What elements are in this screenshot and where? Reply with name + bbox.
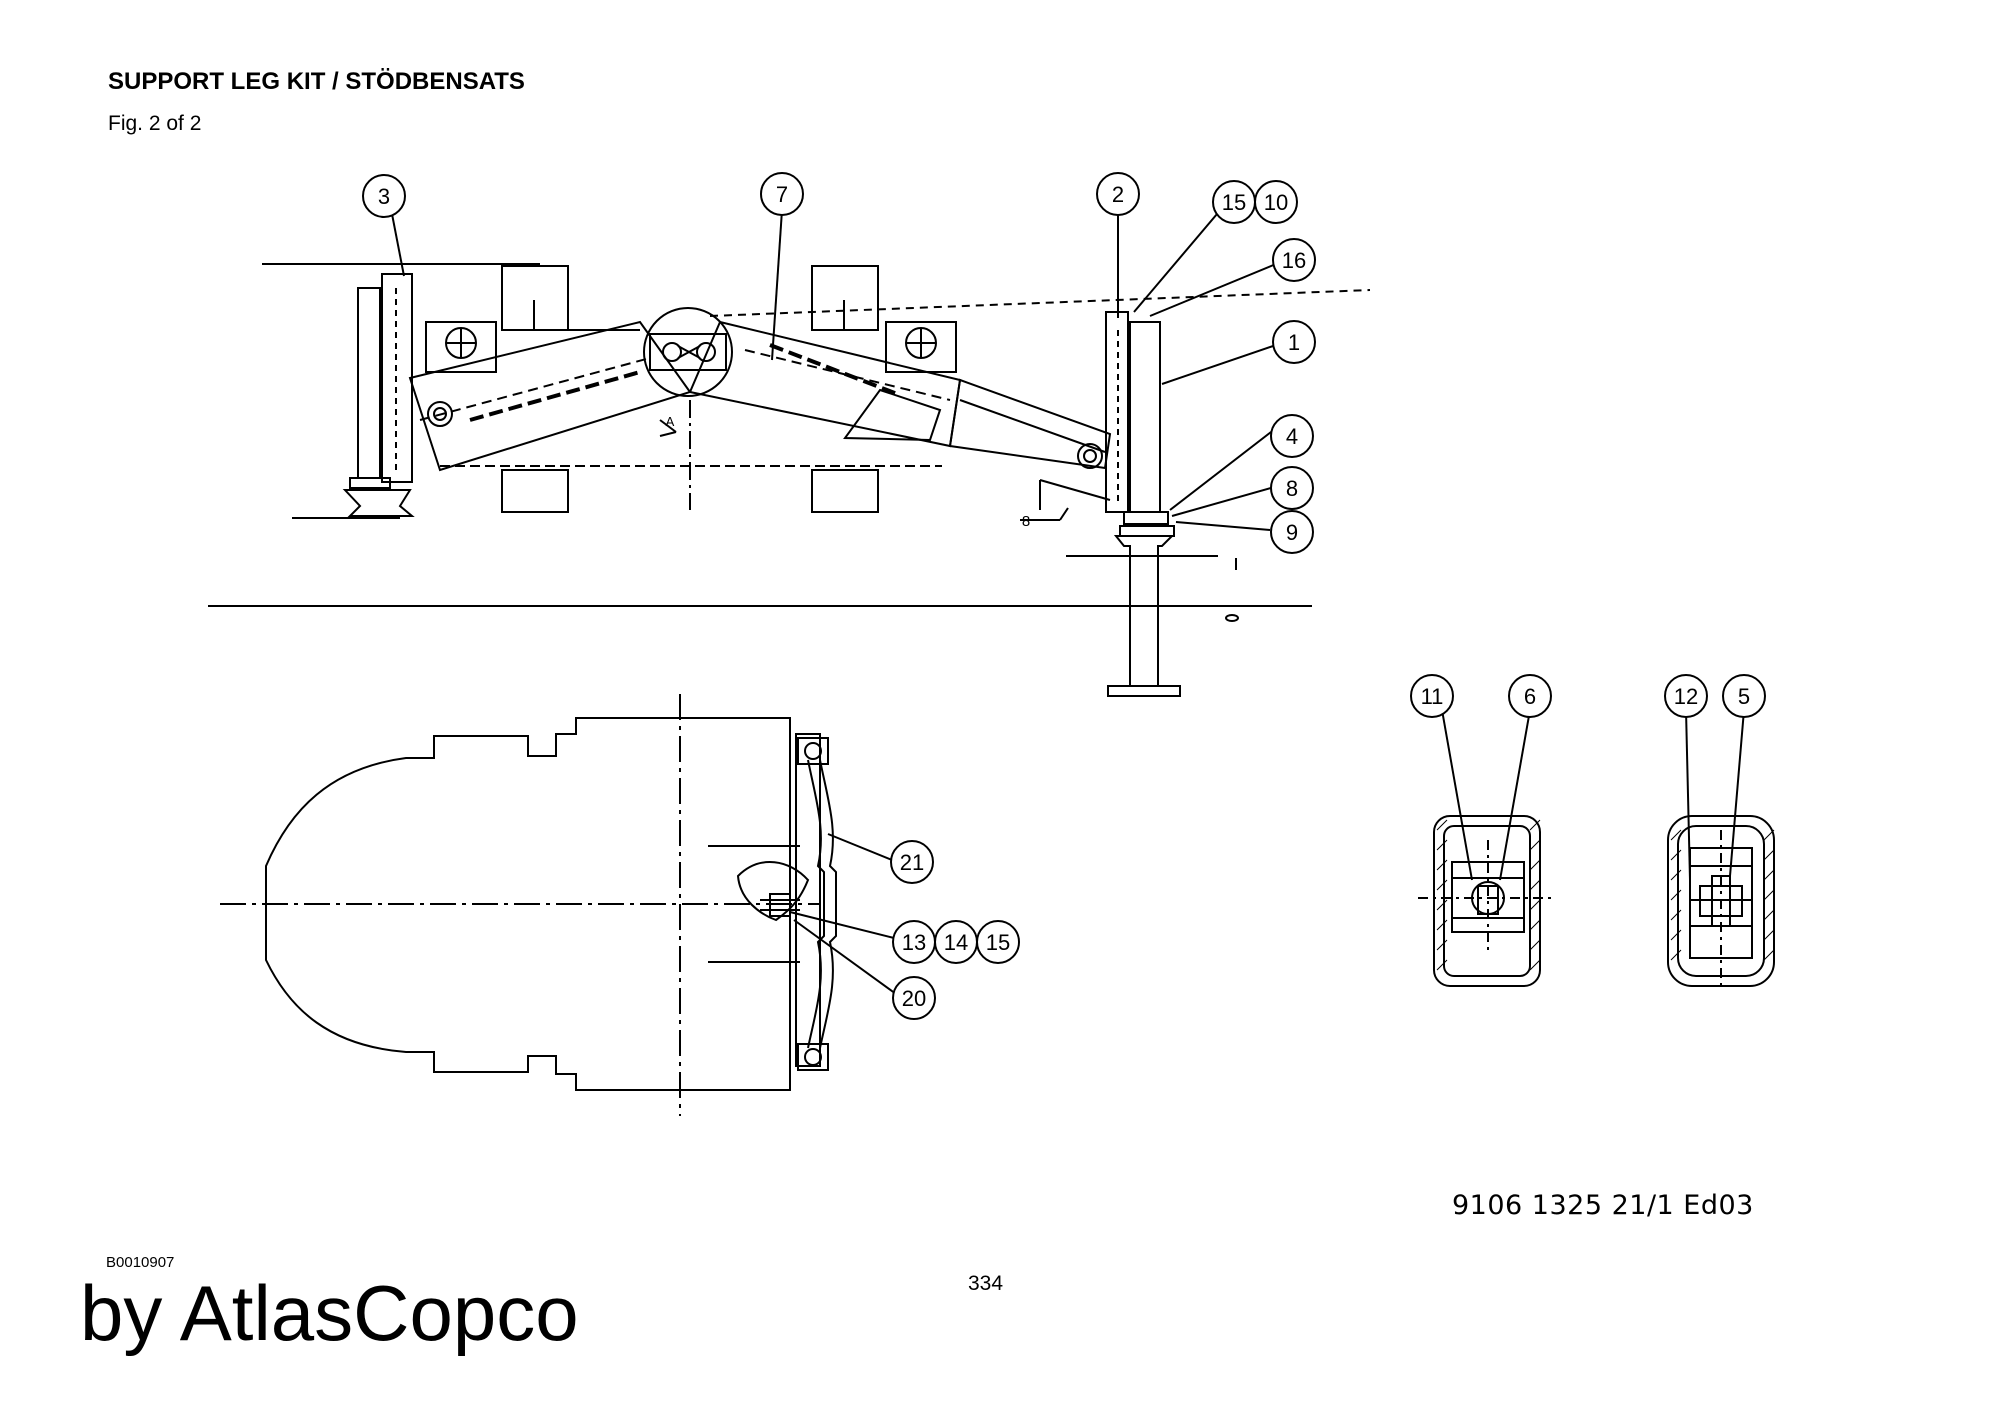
callout-12: 12 — [1674, 684, 1698, 709]
brand-footer: by AtlasCopco — [80, 1269, 579, 1357]
page-title: SUPPORT LEG KIT / STÖDBENSATS — [108, 68, 525, 95]
callout-10: 10 — [1264, 190, 1288, 215]
callout-3: 3 — [378, 184, 390, 209]
callout-15-lower: 15 — [986, 930, 1010, 955]
drawing-reference: B0010907 — [106, 1254, 175, 1271]
callout-2: 2 — [1112, 182, 1124, 207]
callout-5: 5 — [1738, 684, 1750, 709]
callout-7: 7 — [776, 182, 788, 207]
detail-a-label: A — [666, 414, 675, 429]
callout-9: 9 — [1286, 520, 1298, 545]
callout-21: 21 — [900, 850, 924, 875]
callout-8: 8 — [1286, 476, 1298, 501]
dimension-8-label: 8 — [1022, 513, 1030, 530]
page-number: 334 — [968, 1272, 1004, 1295]
figure-label: Fig. 2 of 2 — [108, 112, 202, 135]
callout-16: 16 — [1282, 248, 1306, 273]
callout-11: 11 — [1421, 684, 1444, 709]
callout-20: 20 — [902, 986, 926, 1011]
callout-15: 15 — [1222, 190, 1246, 215]
callout-13: 13 — [902, 930, 926, 955]
callout-6: 6 — [1524, 684, 1536, 709]
callout-14: 14 — [944, 930, 968, 955]
callout-1: 1 — [1288, 330, 1300, 355]
document-number: 9106 1325 21/1 Ed03 — [1452, 1190, 1754, 1221]
callout-4: 4 — [1286, 424, 1298, 449]
